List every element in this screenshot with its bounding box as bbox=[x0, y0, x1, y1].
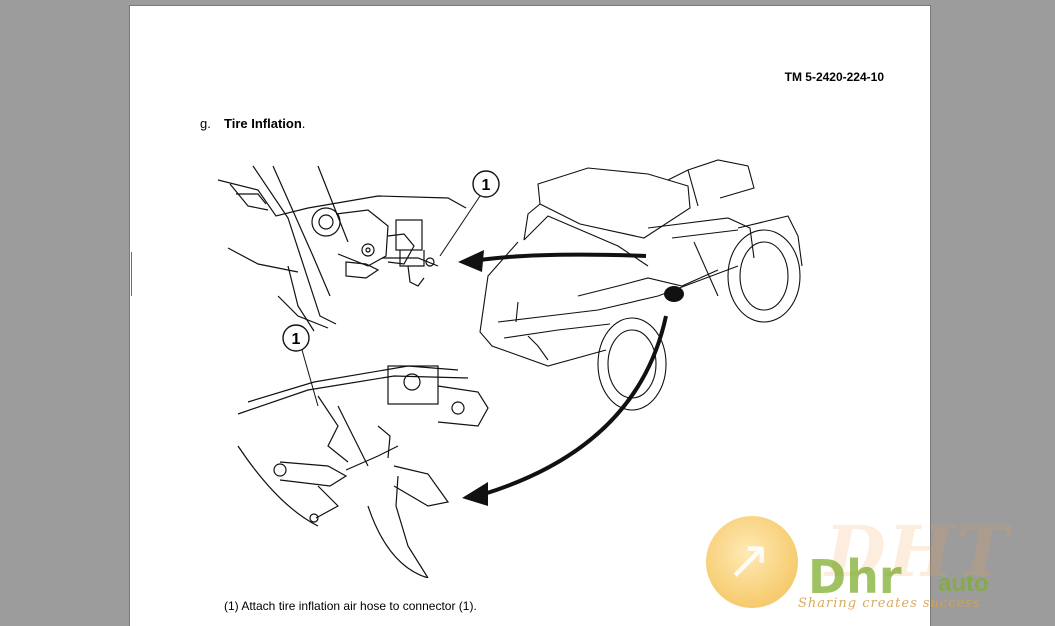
technical-manual-code: TM 5-2420-224-10 bbox=[784, 70, 884, 84]
lower-detail-view bbox=[237, 365, 489, 578]
callout-number-lower: 1 bbox=[292, 331, 301, 348]
section-title: Tire Inflation bbox=[224, 116, 302, 131]
page-edge-mark bbox=[131, 252, 132, 296]
tire-inflation-illustration: 1 bbox=[218, 146, 818, 578]
upper-callout: 1 bbox=[439, 170, 500, 257]
watermark-brand-suffix: auto bbox=[938, 570, 989, 597]
lower-callout: 1 bbox=[282, 324, 319, 407]
line-drawing-svg: 1 bbox=[218, 159, 803, 578]
document-page: TM 5-2420-224-10 g. Tire Inflation. bbox=[130, 6, 930, 626]
section-title-period: . bbox=[301, 116, 306, 131]
pointer-arrow-upper bbox=[458, 250, 647, 272]
instruction-step-1: (1) Attach tire inflation air hose to co… bbox=[224, 599, 477, 613]
upper-detail-view bbox=[218, 165, 467, 332]
section-heading: g. Tire Inflation. bbox=[200, 116, 305, 131]
section-letter: g. bbox=[200, 116, 211, 131]
vehicle-view bbox=[479, 159, 803, 411]
callout-number-upper: 1 bbox=[482, 177, 491, 194]
pointer-arrow-lower bbox=[462, 315, 668, 506]
connector-location-marker bbox=[664, 286, 684, 302]
